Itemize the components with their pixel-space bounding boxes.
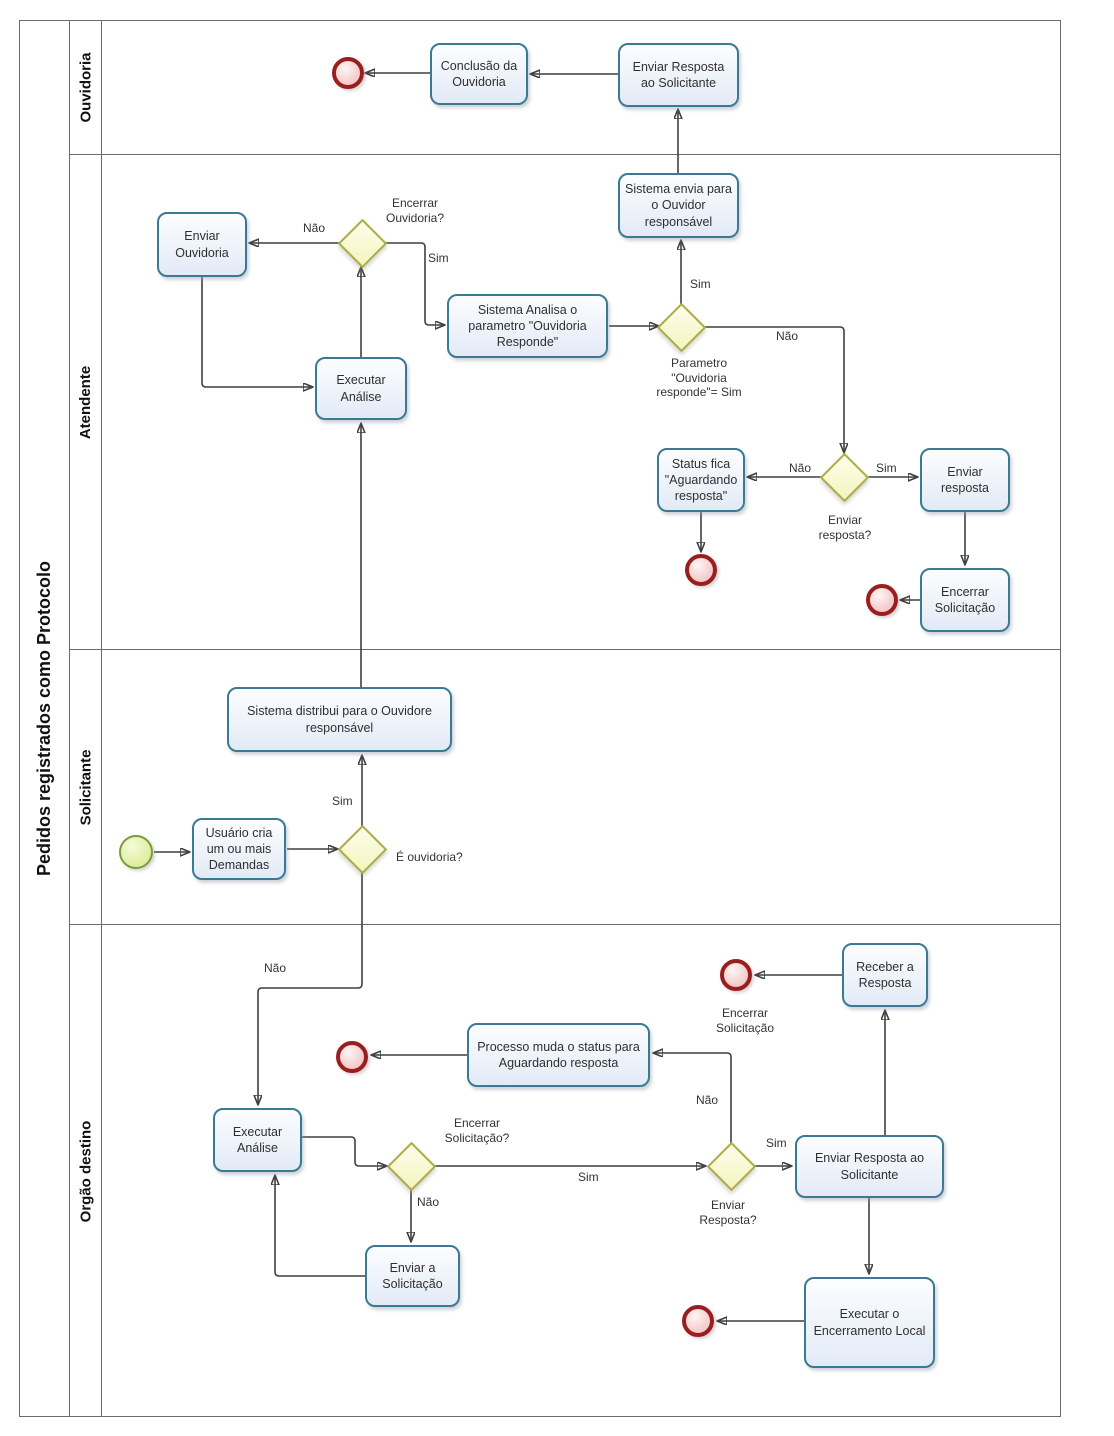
task-processo-muda-status[interactable]: Processo muda o status para Aguardando r… [467, 1023, 650, 1087]
label-sim-enviar-resposta1: Sim [876, 461, 897, 475]
lane-label-solicitante: Solicitante [77, 749, 95, 825]
task-status-fica[interactable]: Status fica "Aguardando resposta" [657, 448, 745, 512]
task-enviar-resposta-solicitante-bottom[interactable]: Enviar Resposta ao Solicitante [795, 1135, 944, 1198]
task-executar-encerramento-local[interactable]: Executar o Encerramento Local [804, 1277, 935, 1368]
task-executar-analise-atendente[interactable]: Executar Análise [315, 357, 407, 420]
lane-atendente: Atendente [70, 155, 1061, 650]
end-event-ouvidoria[interactable] [332, 57, 364, 89]
task-sistema-analisa[interactable]: Sistema Analisa o parametro "Ouvidoria R… [447, 294, 608, 358]
lane-label-orgao-destino: Orgão destino [77, 1120, 94, 1222]
label-sim-encerrar-solicitacao: Sim [578, 1170, 599, 1184]
task-receber-resposta[interactable]: Receber a Resposta [842, 943, 928, 1007]
end-event-receber[interactable] [720, 959, 752, 991]
lane-label-ouvidoria: Ouvidoria [77, 51, 95, 123]
task-sistema-distribui[interactable]: Sistema distribui para o Ouvidore respon… [227, 687, 452, 752]
task-enviar-resposta[interactable]: Enviar resposta [920, 448, 1010, 512]
label-encerrar-ouvidoria-question: Encerrar Ouvidoria? [385, 196, 445, 225]
lane-orgao-destino: Orgão destino [70, 925, 1061, 1417]
lane-label-atendente: Atendente [77, 365, 94, 439]
pool-title: Pedidos registrados como Protocolo [34, 560, 54, 877]
lane-ouvidoria: Ouvidoria [70, 20, 1061, 155]
label-sim-parametro: Sim [690, 277, 711, 291]
end-event-encerrar-atendente[interactable] [866, 584, 898, 616]
task-enviar-ouvidoria[interactable]: Enviar Ouvidoria [157, 212, 247, 277]
label-sim-e-ouvidoria: Sim [332, 794, 353, 808]
label-nao-encerrar-solicitacao: Não [417, 1195, 440, 1209]
end-event-processo-muda[interactable] [336, 1041, 368, 1073]
end-event-encerramento-local[interactable] [682, 1305, 714, 1337]
task-executar-analise-orgao[interactable]: Executar Análise [213, 1108, 302, 1172]
label-nao-parametro: Não [776, 329, 799, 343]
task-usuario-cria[interactable]: Usuário cria um ou mais Demandas [192, 818, 286, 880]
lane-solicitante: Solicitante [70, 650, 1061, 925]
label-sim-enviar-resposta2: Sim [766, 1136, 787, 1150]
pool-title-strip: Pedidos registrados como Protocolo [19, 20, 70, 1417]
label-encerrar-solicitacao-end: Encerrar Solicitação [715, 1006, 775, 1035]
label-e-ouvidoria-question: É ouvidoria? [396, 850, 463, 864]
start-event[interactable] [119, 835, 153, 869]
label-enviar-resposta-question1: Enviar resposta? [818, 513, 872, 542]
task-encerrar-solicitacao[interactable]: Encerrar Solicitação [920, 568, 1010, 632]
task-enviar-a-solicitacao[interactable]: Enviar a Solicitação [365, 1245, 460, 1307]
label-nao-enviar-resposta2: Não [696, 1093, 719, 1107]
task-sistema-envia-ouvidor[interactable]: Sistema envia para o Ouvidor responsável [618, 173, 739, 238]
task-enviar-resposta-solicitante-top[interactable]: Enviar Resposta ao Solicitante [618, 43, 739, 107]
task-conclusao-ouvidoria[interactable]: Conclusão da Ouvidoria [430, 43, 528, 105]
label-sim-encerrar-ouvidoria: Sim [428, 251, 449, 265]
label-nao-encerrar-ouvidoria: Não [303, 221, 326, 235]
label-nao-e-ouvidoria: Não [264, 961, 287, 975]
end-event-aguardando[interactable] [685, 554, 717, 586]
label-parametro-question: Parametro "Ouvidoria responde"= Sim [656, 356, 742, 400]
label-nao-enviar-resposta1: Não [789, 461, 812, 475]
label-enviar-resposta-question2: Enviar Resposta? [699, 1198, 757, 1227]
label-encerrar-solicitacao-question: Encerrar Solicitação? [444, 1116, 510, 1145]
